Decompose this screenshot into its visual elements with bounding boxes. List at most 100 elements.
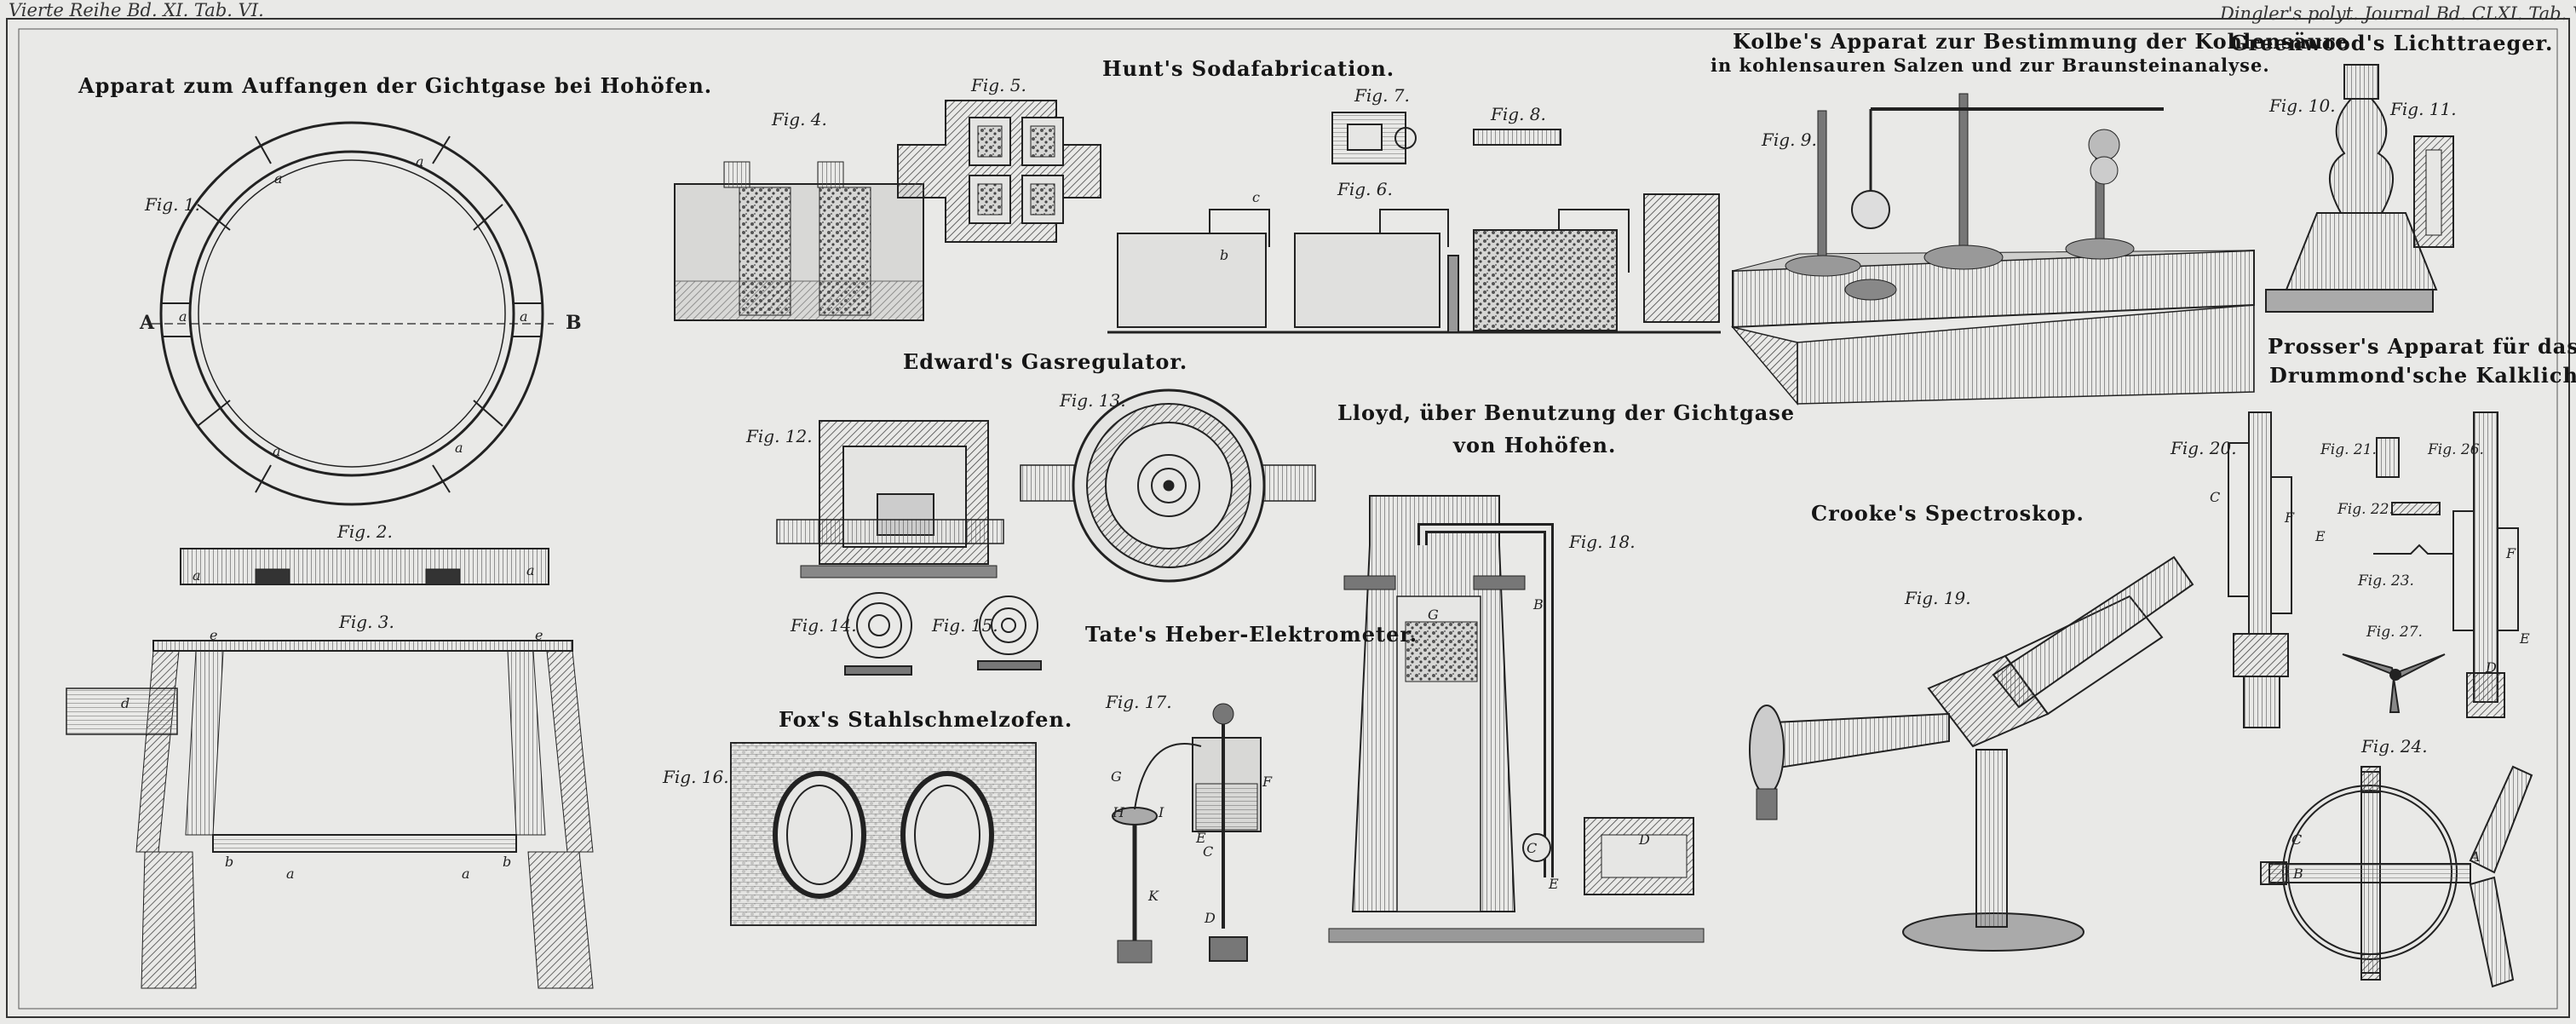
fig1-letter-a1: a xyxy=(274,170,283,187)
fig20-letter-C: C xyxy=(2210,489,2221,505)
fig18-blast-furnace-drawing xyxy=(1328,495,1705,943)
title-prosser-line1: Prosser's Apparat für das xyxy=(2268,334,2576,359)
fig20-letter-F: F xyxy=(2285,509,2295,526)
fig23-label: Fig. 23. xyxy=(2358,572,2414,590)
fig14-label: Fig. 14. xyxy=(791,615,857,636)
fig9-label: Fig. 9. xyxy=(1762,129,1817,150)
fig1-letter-a3: a xyxy=(179,308,187,325)
fig3-letter-b2: b xyxy=(503,854,512,870)
title-fox: Fox's Stahlschmelzofen. xyxy=(779,707,1073,732)
fig18-label: Fig. 18. xyxy=(1569,532,1636,552)
fig18-letter-D: D xyxy=(1639,831,1650,848)
fig9-kolbe-apparatus-drawing xyxy=(1730,93,2255,406)
fig6-letter-c: c xyxy=(1252,189,1260,205)
fig18-letter-B: B xyxy=(1533,596,1544,613)
fig17-letter-D: D xyxy=(1205,910,1216,926)
fig11-burner-drawing xyxy=(2413,135,2454,248)
fig3-letter-a1: a xyxy=(286,866,295,882)
fig26-letter-E: E xyxy=(2520,630,2530,647)
fig13-label: Fig. 13. xyxy=(1060,390,1126,411)
fig6-vessels-drawing xyxy=(1107,193,1721,334)
fig17-letter-E: E xyxy=(1196,830,1206,846)
fig5-plan-drawing xyxy=(897,100,1101,243)
fig20-label: Fig. 20. xyxy=(2171,438,2237,458)
fig4-soda-furnace-drawing xyxy=(674,161,924,321)
fig26-letter-F: F xyxy=(2506,545,2516,561)
fig12-label: Fig. 12. xyxy=(746,426,813,446)
fig4-label: Fig. 4. xyxy=(772,109,827,129)
fig1-letter-A: A xyxy=(140,312,155,334)
title-kolbe-line1: Kolbe's Apparat zur Bestimmung der Kohle… xyxy=(1733,29,2349,54)
fig11-label: Fig. 11. xyxy=(2390,99,2457,119)
fig27-label: Fig. 27. xyxy=(2366,624,2423,641)
fig7-label: Fig. 7. xyxy=(1354,85,1410,106)
fig8-label: Fig. 8. xyxy=(1491,104,1546,124)
fig27-star-drawing xyxy=(2342,653,2446,713)
fig24-letter-A: A xyxy=(2470,849,2481,865)
header-left: Vierte Reihe Bd. XI. Tab. VI. xyxy=(9,0,264,20)
fig17-electrometer-drawing xyxy=(1112,703,1262,964)
fig24-cross-drawing xyxy=(2260,765,2533,988)
fig17-label: Fig. 17. xyxy=(1106,692,1172,712)
title-edward: Edward's Gasregulator. xyxy=(903,349,1188,374)
fig17-letter-H: H xyxy=(1113,804,1124,820)
fig24-letter-C: C xyxy=(2291,831,2303,848)
fig26-letter-D: D xyxy=(2486,659,2497,676)
fig7-fig8-drawing xyxy=(1331,112,1561,164)
fig1-letter-a6: a xyxy=(455,440,463,456)
title-greenwood: Greenwood's Lichttraeger. xyxy=(2230,31,2554,55)
title-lloyd-line1: Lloyd, über Benutzung der Gichtgase xyxy=(1337,400,1796,425)
fig22-label: Fig. 22. xyxy=(2337,501,2394,518)
fig26-label: Fig. 26. xyxy=(2428,441,2484,458)
fig16-steel-furnace-drawing xyxy=(730,742,1037,926)
fig3-furnace-drawing xyxy=(66,640,594,989)
title-lloyd-line2: von Hohöfen. xyxy=(1453,433,1617,457)
fig24-letter-B: B xyxy=(2293,866,2303,882)
fig19-spectroscope-drawing xyxy=(1749,555,2194,952)
fig6-label: Fig. 6. xyxy=(1337,179,1393,199)
fig1-label: Fig. 1. xyxy=(145,194,200,215)
fig21-fig22-fig23-detail-drawing xyxy=(2373,437,2453,555)
fig18-letter-E: E xyxy=(1549,876,1559,892)
title-gichtgase: Apparat zum Auffangen der Gichtgase bei … xyxy=(78,73,713,98)
fig3-letter-e2: e xyxy=(535,627,543,643)
fig17-letter-I: I xyxy=(1159,804,1164,820)
fig20-letter-E: E xyxy=(2315,528,2326,544)
title-prosser-line2: Drummond'sche Kalklicht. xyxy=(2269,363,2576,388)
fig3-letter-d: d xyxy=(121,695,130,711)
fig26-burner-drawing xyxy=(2452,411,2519,718)
fig10-lamp-drawing xyxy=(2265,64,2438,313)
fig2-letter-a1: a xyxy=(193,567,201,584)
fig19-label: Fig. 19. xyxy=(1905,588,1971,608)
inner-border xyxy=(18,28,2558,1010)
fig3-letter-a2: a xyxy=(462,866,470,882)
fig24-label: Fig. 24. xyxy=(2361,736,2428,756)
fig2-section-drawing xyxy=(180,548,549,585)
fig14-fig15-drawing xyxy=(844,592,1042,676)
fig15-label: Fig. 15. xyxy=(932,615,998,636)
fig17-letter-F: F xyxy=(1262,774,1273,790)
fig5-label: Fig. 5. xyxy=(971,75,1026,95)
header-right: Dingler's polyt. Journal Bd. CLXI. Tab. … xyxy=(2220,3,2576,24)
fig10-label: Fig. 10. xyxy=(2269,95,2336,116)
fig1-ring-drawing xyxy=(152,121,554,506)
fig17-letter-G: G xyxy=(1111,768,1122,785)
fig20-burner-drawing xyxy=(2228,411,2292,728)
fig16-label: Fig. 16. xyxy=(663,767,729,787)
fig3-label: Fig. 3. xyxy=(339,612,394,632)
fig2-label: Fig. 2. xyxy=(337,521,393,542)
title-hunt: Hunt's Sodafabrication. xyxy=(1102,56,1395,81)
fig18-letter-C: C xyxy=(1527,840,1538,856)
title-kolbe-line2: in kohlensauren Salzen und zur Braunstei… xyxy=(1711,55,2270,76)
title-tate: Tate's Heber-Elektrometer. xyxy=(1085,622,1418,647)
outer-border xyxy=(6,18,2570,1018)
fig2-letter-a2: a xyxy=(526,562,535,578)
fig1-letter-a4: a xyxy=(520,308,528,325)
fig12-regulator-drawing xyxy=(776,420,1004,578)
fig1-letter-a5: a xyxy=(273,443,281,459)
fig21-label: Fig. 21. xyxy=(2320,441,2377,458)
fig1-letter-a2: a xyxy=(416,153,424,170)
fig3-letter-e1: e xyxy=(210,627,218,643)
